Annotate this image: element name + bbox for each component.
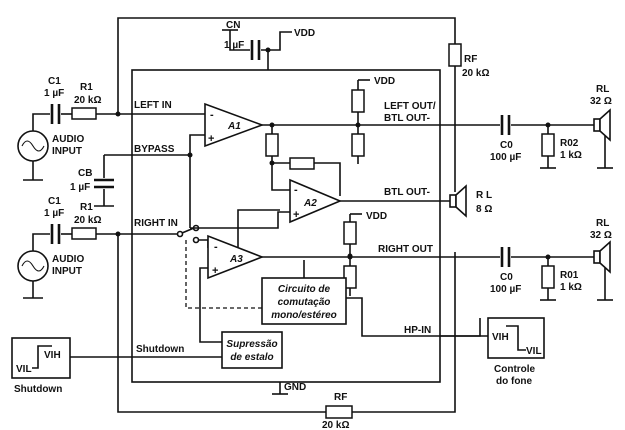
top-feedback-path: RF 20 kΩ (117, 17, 489, 192)
headphone-vih: VIH (492, 332, 509, 343)
left-c0-value: 100 µF (490, 152, 521, 163)
rf-bottom-name: RF (334, 392, 347, 403)
cn-value: 1 µF (224, 40, 244, 51)
left-speaker-icon (593, 118, 601, 132)
left-vdd-divider: VDD (351, 76, 395, 164)
switch-circuit-block: Circuito de comutação mono/estéreo (261, 277, 347, 325)
shutdown-control-box: VIL VIH Shutdown (11, 337, 71, 395)
amp-a2: - + A2 (289, 178, 343, 224)
amp-a2-label: A2 (303, 198, 317, 209)
right-rl-name: RL (596, 218, 609, 229)
btl-speaker: R L 8 Ω (449, 184, 492, 218)
pin-bypass: BYPASS (134, 144, 175, 155)
left-rl-value: 32 Ω (590, 96, 612, 107)
svg-text:+: + (212, 265, 218, 277)
cn-name: CN (226, 20, 240, 31)
left-c0-name: C0 (500, 140, 513, 151)
right-speaker-icon (593, 250, 601, 264)
left-r1-value: 20 kΩ (74, 95, 101, 106)
btl-rl-value: 8 Ω (476, 204, 492, 215)
pin-shutdown: Shutdown (136, 344, 184, 355)
shutdown-vih: VIH (44, 350, 61, 361)
pop-suppression-line-1: Supressão (226, 339, 277, 350)
right-source-label-1: AUDIO (52, 254, 84, 265)
right-r1-value: 20 kΩ (74, 215, 101, 226)
left-audio-source: C1 1 µF R1 20 kΩ AUDIO INPUT (17, 76, 205, 181)
svg-text:+: + (293, 209, 299, 221)
shutdown-box-label: Shutdown (14, 384, 62, 395)
gnd-label: GND (284, 382, 306, 393)
right-output-stage: C0 100 µF R01 1 kΩ RL 32 Ω (490, 218, 613, 301)
cb-name: CB (78, 168, 92, 179)
btl-speaker-icon (449, 194, 457, 208)
vdd-left-label: VDD (374, 76, 395, 87)
rf-bottom-resistor (325, 405, 353, 419)
left-c1-name: C1 (48, 76, 61, 87)
shutdown-vil: VIL (16, 364, 32, 375)
left-output-stage: C0 100 µF R02 1 kΩ RL 32 Ω (490, 84, 613, 169)
right-c1-value: 1 µF (44, 208, 64, 219)
a1-bypass-wire (189, 134, 205, 155)
right-r1-name: R1 (80, 202, 93, 213)
pin-right-in: RIGHT IN (134, 218, 178, 229)
svg-text:+: + (208, 133, 214, 145)
pop-suppression-block: Supressão de estalo (221, 331, 283, 369)
bypass-cap: CB 1 µF (70, 154, 190, 207)
switch-circuit-line-1: Circuito de (278, 284, 331, 295)
rf-top-value: 20 kΩ (462, 68, 489, 79)
amp-a1-label: A1 (227, 121, 241, 132)
right-audio-source: C1 1 µF R1 20 kΩ AUDIO INPUT (17, 196, 326, 413)
bottom-feedback-path: RF 20 kΩ (322, 252, 456, 430)
right-source-label-2: INPUT (52, 266, 82, 277)
cn-decoupling: CN 1 µF VDD (222, 20, 315, 70)
left-source-label-2: INPUT (52, 146, 82, 157)
ic-outline (131, 69, 441, 383)
rf-top-name: RF (464, 54, 477, 65)
right-c0-name: C0 (500, 272, 513, 283)
left-r1-resistor (71, 107, 97, 120)
left-r02-name: R02 (560, 138, 579, 149)
pin-left-in: LEFT IN (134, 100, 172, 111)
switch-circuit-line-3: mono/estéreo (271, 310, 337, 321)
switch-circuit-line-2: comutação (278, 297, 331, 308)
svg-text:-: - (214, 241, 218, 253)
right-c1-name: C1 (48, 196, 61, 207)
rf-bottom-value: 20 kΩ (322, 420, 349, 430)
left-r02-value: 1 kΩ (560, 150, 582, 161)
svg-text:-: - (210, 109, 214, 121)
svg-text:-: - (294, 184, 298, 196)
right-vdd-divider: VDD (343, 211, 387, 296)
rf-top-resistor (448, 43, 462, 67)
right-c0-value: 100 µF (490, 284, 521, 295)
right-r01-value: 1 kΩ (560, 282, 582, 293)
headphone-label-2: do fone (496, 376, 533, 387)
pin-left-out-1: LEFT OUT/ (384, 101, 436, 112)
headphone-control-box: VIH VIL Controle do fone (487, 317, 545, 387)
pin-right-out: RIGHT OUT (378, 244, 433, 255)
left-r1-name: R1 (80, 82, 93, 93)
right-r01-name: R01 (560, 270, 579, 281)
amp-a3: - + A3 (207, 234, 265, 280)
amp-a1: - + A1 (204, 102, 265, 148)
pin-btl-out: BTL OUT- (384, 187, 430, 198)
left-rl-name: RL (596, 84, 609, 95)
left-source-label-1: AUDIO (52, 134, 84, 145)
amp-a3-label: A3 (229, 254, 243, 265)
cb-value: 1 µF (70, 182, 90, 193)
pin-left-out-2: BTL OUT- (384, 113, 430, 124)
left-c1-value: 1 µF (44, 88, 64, 99)
pop-suppression-line-2: de estalo (230, 352, 273, 363)
btl-rl-name: R L (476, 190, 492, 201)
right-rl-value: 32 Ω (590, 230, 612, 241)
vdd-top-label: VDD (294, 28, 315, 39)
pin-hp-in: HP-IN (404, 325, 431, 336)
headphone-label-1: Controle (494, 364, 536, 375)
headphone-vil: VIL (526, 346, 542, 357)
vdd-right-label: VDD (366, 211, 387, 222)
right-r1-resistor (71, 227, 97, 240)
